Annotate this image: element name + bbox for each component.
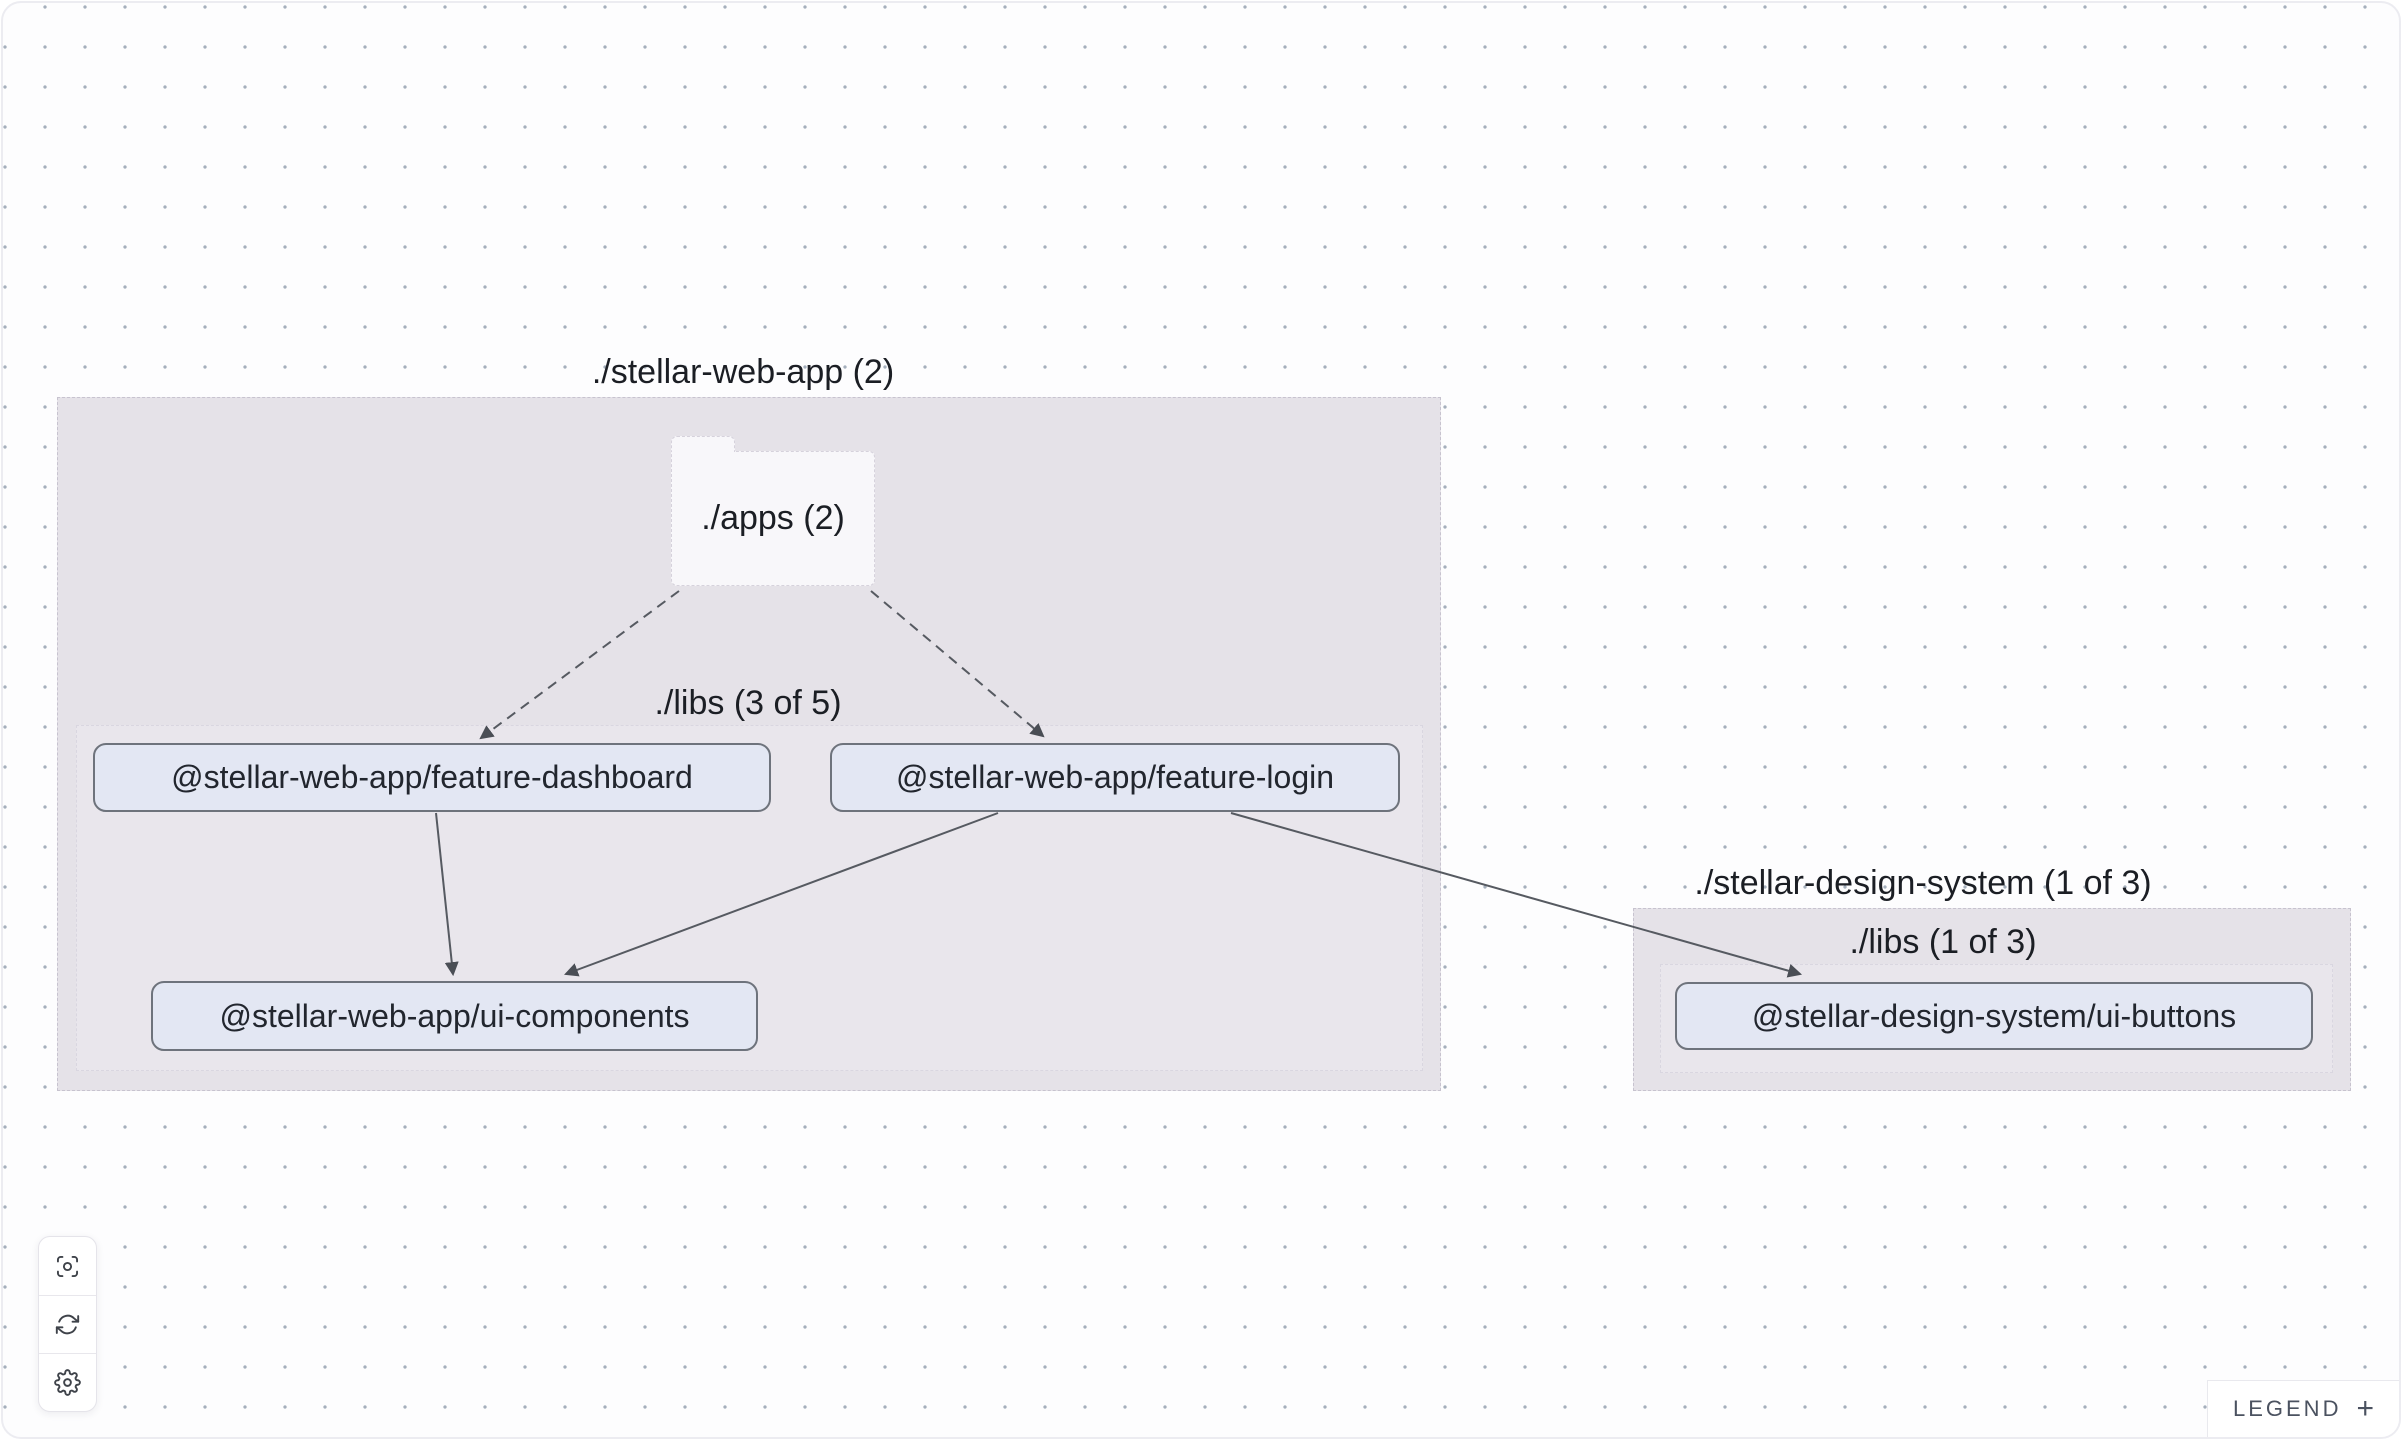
cluster-label-web-app-libs: ./libs (3 of 5) (654, 684, 842, 722)
legend-toggle[interactable]: LEGEND + (2207, 1380, 2399, 1437)
edge-apps-to-feature-login (870, 590, 1045, 738)
node-ui-components[interactable]: @stellar-web-app/ui-components (151, 981, 758, 1051)
cluster-title-stellar-web-app: ./stellar-web-app (2) (591, 353, 895, 391)
node-label: @stellar-design-system/ui-buttons (1751, 997, 2237, 1034)
edge-feature-dashboard-to-ui-components (435, 812, 459, 977)
cluster-label-design-system-libs: ./libs (1 of 3) (1849, 923, 2037, 961)
node-ui-buttons[interactable]: @stellar-design-system/ui-buttons (1675, 982, 2313, 1050)
folder-node-label: ./apps (2) (701, 499, 845, 537)
edge-feature-login-to-ui-components (564, 812, 999, 977)
folder-node-apps[interactable]: ./apps (2) (670, 436, 875, 586)
plus-icon: + (2356, 1392, 2374, 1425)
graph-toolbar (38, 1236, 97, 1412)
refresh-icon (55, 1314, 80, 1335)
node-feature-dashboard[interactable]: @stellar-web-app/feature-dashboard (93, 743, 771, 812)
cluster-title-stellar-design-system: ./stellar-design-system (1 of 3) (1694, 864, 2152, 902)
edge-feature-login-to-ui-buttons (1230, 812, 1803, 978)
node-label: @stellar-web-app/feature-login (895, 759, 1335, 795)
graph-edges (435, 590, 1803, 978)
refresh-button[interactable] (39, 1295, 96, 1353)
folder-tab (670, 436, 735, 452)
edge-apps-to-feature-dashboard (479, 590, 680, 740)
focus-icon (56, 1255, 79, 1277)
settings-button[interactable] (39, 1353, 96, 1411)
center-graph-button[interactable] (39, 1237, 96, 1295)
legend-label: LEGEND (2232, 1396, 2342, 1421)
settings-icon (54, 1369, 81, 1396)
node-label: @stellar-web-app/ui-components (219, 997, 690, 1034)
node-label: @stellar-web-app/feature-dashboard (171, 759, 693, 795)
node-feature-login[interactable]: @stellar-web-app/feature-login (830, 743, 1400, 812)
